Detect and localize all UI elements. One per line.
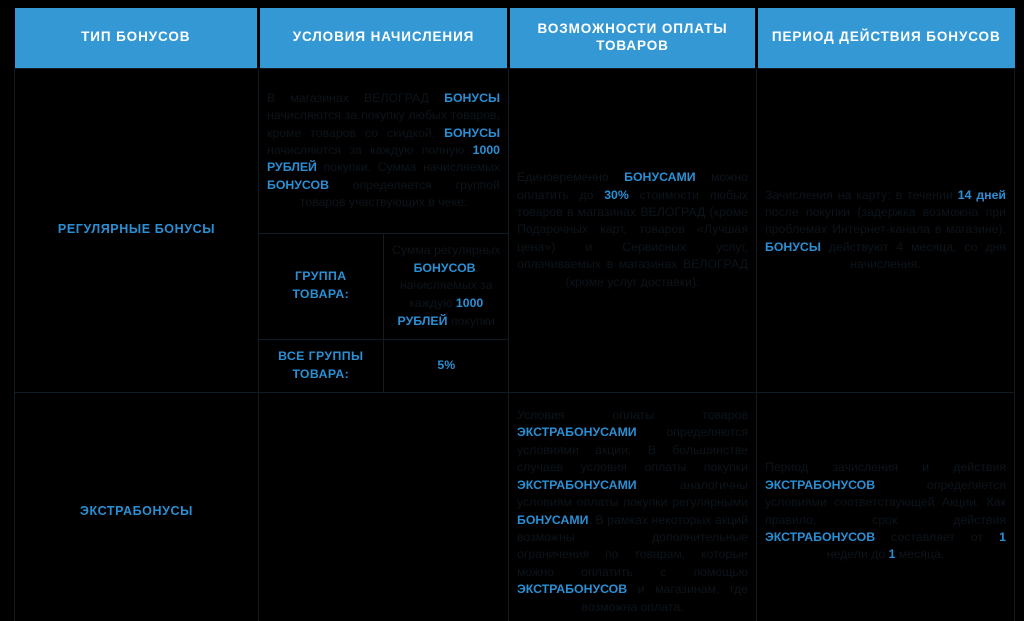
- table-row-extra: ЭКСТРАБОНУСЫ Условия оплаты товаров ЭКСТ…: [14, 391, 1015, 621]
- payment-highlight-30-percent: 30%: [604, 187, 629, 202]
- subtable-header-text-2: , начисляемых за каждую: [399, 260, 493, 311]
- subtable-header-bonus-sum: Сумма регулярных БОНУСОВ, начисляемых за…: [382, 233, 509, 339]
- extra-payment-highlight-4: ЭКСТРАБОНУСОВ: [517, 582, 628, 597]
- accrual-subtable-container-row: ВСЕ ГРУППЫ ТОВАРА: 5%: [258, 338, 509, 393]
- table-row-regular-subtable-header: ГРУППА ТОВАРА: Сумма регулярных БОНУСОВ,…: [15, 232, 1015, 340]
- accrual-text-part-4: покупки. Сумма начисляемых: [316, 160, 500, 175]
- accrual-highlight-1000-rub: 1000 РУБЛЕЙ: [267, 143, 500, 175]
- payment-text-part-1: Единовременно: [517, 170, 625, 185]
- extra-payment-text-4: . В рамках некоторых акций возможны допо…: [517, 512, 748, 579]
- extra-period-text-2: определяется условиями соответствующей А…: [765, 477, 1006, 527]
- row-label-extra-bonuses: ЭКСТРАБОНУСЫ: [14, 391, 259, 621]
- extra-bonuses-label: ЭКСТРАБОНУСЫ: [80, 503, 193, 518]
- subtable-header-highlight-bonuses: БОНУСОВ: [413, 260, 476, 275]
- regular-bonuses-label: РЕГУЛЯРНЫЕ БОНУСЫ: [57, 222, 216, 237]
- payment-highlight-bonusami: БОНУСАМИ: [624, 170, 696, 185]
- row-label-regular-bonuses: РЕГУЛЯРНЫЕ БОНУСЫ: [14, 67, 259, 393]
- accrual-text-part-5: определяется группой товаров участвующих…: [299, 177, 500, 210]
- product-group-subtable-header: ГРУППА ТОВАРА: Сумма регулярных БОНУСОВ,…: [259, 233, 509, 339]
- subtable-header-row: ГРУППА ТОВАРА: Сумма регулярных БОНУСОВ,…: [259, 233, 509, 339]
- accrual-text-part-3: начисляются за каждую полную: [267, 143, 473, 158]
- subtable-data-row: ВСЕ ГРУППЫ ТОВАРА: 5%: [259, 339, 509, 392]
- extra-payment-text-5: и магазинам, где возможна оплата.: [581, 582, 748, 614]
- extra-period-highlight-2: ЭКСТРАБОНУСОВ: [765, 530, 876, 544]
- accrual-highlight-bonuses-2: БОНУСЫ: [444, 125, 500, 140]
- accrual-text-part-2: начисляются за покупку любых товаров, кр…: [267, 108, 500, 140]
- extra-period-highlight-week-count: 1: [999, 530, 1006, 544]
- payment-description-extra: Условия оплаты товаров ЭКСТРАБОНУСАМИ оп…: [508, 391, 757, 621]
- column-header-period: ПЕРИОД ДЕЙСТВИЯ БОНУСОВ: [756, 8, 1015, 69]
- payment-text-part-2: можно оплатить до: [517, 170, 748, 202]
- accrual-subtable-container-header: ГРУППА ТОВАРА: Сумма регулярных БОНУСОВ,…: [258, 232, 509, 340]
- extra-payment-text-2: определяются условиями акции. В большинс…: [517, 425, 748, 475]
- period-highlight-bonuses: БОНУСЫ: [765, 239, 821, 254]
- table-body: РЕГУЛЯРНЫЕ БОНУСЫ В магазинах ВЕЛОГРАД Б…: [14, 67, 1015, 621]
- bonus-types-table: ТИП БОНУСОВ УСЛОВИЯ НАЧИСЛЕНИЯ ВОЗМОЖНОС…: [14, 8, 1015, 621]
- subtable-header-product-group: ГРУППА ТОВАРА:: [259, 233, 384, 339]
- period-highlight-14-days: 14 дней: [957, 187, 1006, 202]
- accrual-description-regular: В магазинах ВЕЛОГРАД БОНУСЫ начисляются …: [258, 67, 509, 234]
- extra-period-highlight-1: ЭКСТРАБОНУСОВ: [765, 477, 876, 492]
- extra-payment-text-3: аналогичны условиям оплаты покупки регул…: [517, 477, 748, 510]
- extra-payment-text-1: Условия оплаты товаров: [517, 407, 748, 422]
- extra-payment-highlight-3: БОНУСАМИ: [517, 512, 589, 527]
- extra-period-text-5: месяца.: [895, 547, 945, 562]
- table-row-regular-top: РЕГУЛЯРНЫЕ БОНУСЫ В магазинах ВЕЛОГРАД Б…: [14, 67, 1015, 393]
- extra-payment-highlight-1: ЭКСТРАБОНУСАМИ: [517, 425, 637, 440]
- product-group-subtable-row: ВСЕ ГРУППЫ ТОВАРА: 5%: [259, 339, 509, 392]
- column-header-payment: ВОЗМОЖНОСТИ ОПЛАТЫ ТОВАРОВ: [508, 8, 758, 69]
- payment-text-part-3: стоимости любых товаров в магазинах ВЕЛО…: [517, 187, 748, 289]
- extra-period-text-3: составляет от: [875, 530, 1000, 544]
- header-row: ТИП БОНУСОВ УСЛОВИЯ НАЧИСЛЕНИЯ ВОЗМОЖНОС…: [14, 8, 1015, 69]
- accrual-highlight-bonuses-3: БОНУСОВ: [267, 177, 329, 192]
- period-description-extra: Период зачисления и действия ЭКСТРАБОНУС…: [756, 391, 1015, 621]
- extra-period-highlight-month-count: 1: [888, 547, 896, 562]
- extra-period-text-1: Период зачисления и действия: [765, 460, 1006, 475]
- column-header-accrual: УСЛОВИЯ НАЧИСЛЕНИЯ: [258, 8, 510, 69]
- accrual-description-extra: [258, 391, 509, 621]
- accrual-text-part-1: В магазинах ВЕЛОГРАД: [267, 90, 445, 105]
- subtable-header-highlight-1000: 1000 РУБЛЕЙ: [397, 296, 484, 329]
- extra-period-text-4: недели до: [826, 547, 889, 562]
- table-header: ТИП БОНУСОВ УСЛОВИЯ НАЧИСЛЕНИЯ ВОЗМОЖНОС…: [14, 8, 1015, 69]
- payment-description-regular: Единовременно БОНУСАМИ можно оплатить до…: [508, 67, 757, 393]
- period-text-part-2: после покупки (задержка возможна при про…: [765, 204, 1006, 237]
- period-text-part-3: действуют 4 месяца, со дня начисления.: [820, 239, 1006, 272]
- subtable-cell-all-groups: ВСЕ ГРУППЫ ТОВАРА:: [259, 339, 384, 392]
- subtable-header-text-1: Сумма регулярных: [391, 242, 501, 257]
- period-text-part-1: Зачисления на карту: в течении: [765, 187, 958, 202]
- extra-payment-highlight-2: ЭКСТРАБОНУСАМИ: [517, 477, 637, 492]
- subtable-cell-percent-value: 5%: [437, 357, 456, 372]
- table-row-regular-subtable-row: ВСЕ ГРУППЫ ТОВАРА: 5%: [15, 338, 1015, 393]
- accrual-highlight-bonuses-1: БОНУСЫ: [444, 90, 500, 105]
- period-description-regular: Зачисления на карту: в течении 14 дней п…: [756, 67, 1015, 393]
- subtable-header-text-3: покупки: [447, 314, 495, 329]
- column-header-type: ТИП БОНУСОВ: [14, 8, 260, 69]
